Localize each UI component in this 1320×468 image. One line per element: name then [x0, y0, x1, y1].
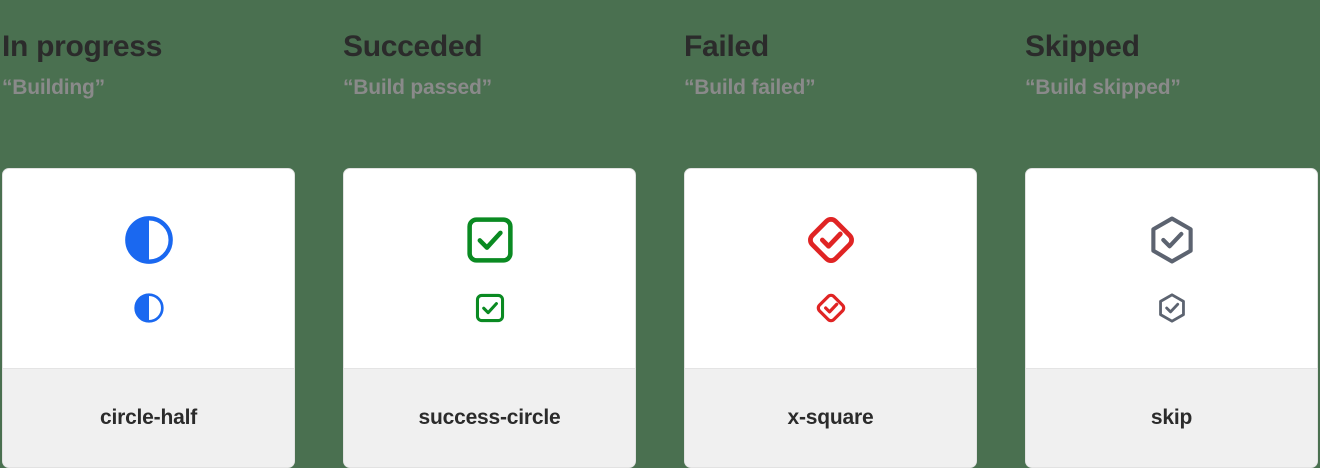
- icon-name-label: skip: [1150, 406, 1193, 429]
- card-footer: skip: [1026, 368, 1317, 467]
- skip-icon: [1146, 214, 1198, 266]
- icon-card-skip[interactable]: skip: [1025, 168, 1318, 468]
- card-footer: circle-half: [3, 368, 294, 467]
- circle-half-icon-small: [133, 292, 165, 324]
- card-footer: x-square: [685, 368, 976, 467]
- skip-icon-small: [1156, 292, 1188, 324]
- icon-name-label: circle-half: [99, 406, 197, 429]
- status-subtitle: “Build passed”: [343, 75, 492, 99]
- status-subtitle: “Build skipped”: [1025, 75, 1181, 99]
- column-header: Failed “Build failed”: [684, 0, 977, 100]
- circle-half-icon: [123, 214, 175, 266]
- icon-name-label: success-circle: [418, 406, 561, 429]
- card-footer: success-circle: [344, 368, 635, 467]
- icon-card-x-square[interactable]: x-square: [684, 168, 977, 468]
- status-subtitle: “Building”: [2, 75, 105, 99]
- column-header: Skipped “Build skipped”: [1025, 0, 1318, 100]
- status-subtitle: “Build failed”: [684, 75, 816, 99]
- status-column-failed: Failed “Build failed”: [684, 0, 977, 468]
- card-icon-area: [685, 169, 976, 368]
- status-title: Failed: [684, 30, 769, 63]
- success-circle-icon-small: [474, 292, 506, 324]
- column-header: Succeded “Build passed”: [343, 0, 636, 100]
- card-icon-area: [344, 169, 635, 368]
- column-header: In progress “Building”: [2, 0, 295, 100]
- x-square-icon: [805, 214, 857, 266]
- success-circle-icon: [464, 214, 516, 266]
- status-column-succeded: Succeded “Build passed”: [343, 0, 636, 468]
- status-column-skipped: Skipped “Build skipped”: [1025, 0, 1318, 468]
- status-title: Succeded: [343, 30, 483, 63]
- icon-name-label: x-square: [787, 406, 874, 429]
- card-icon-area: [1026, 169, 1317, 368]
- x-square-icon-small: [815, 292, 847, 324]
- icon-card-success-circle[interactable]: success-circle: [343, 168, 636, 468]
- status-title: In progress: [2, 30, 163, 63]
- icon-card-circle-half[interactable]: circle-half: [2, 168, 295, 468]
- status-title: Skipped: [1025, 30, 1140, 63]
- card-icon-area: [3, 169, 294, 368]
- status-column-in-progress: In progress “Building”: [2, 0, 295, 468]
